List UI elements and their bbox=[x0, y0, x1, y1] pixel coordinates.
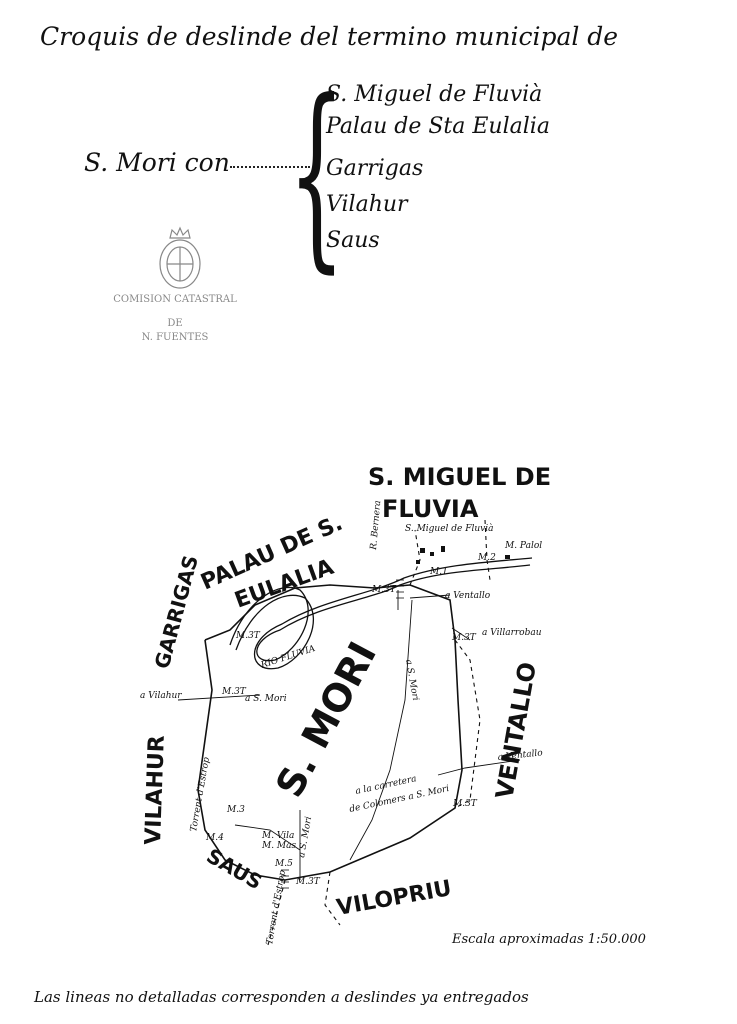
label-garrigas: GARRIGAS bbox=[150, 553, 203, 672]
document-title: Croquis de deslinde del termino municipa… bbox=[40, 22, 619, 51]
stamp-line-1: COMISION CATASTRAL bbox=[113, 294, 237, 305]
marker-m3t-5: M.3T bbox=[452, 799, 478, 809]
neighbor-garrigas: Garrigas bbox=[326, 156, 424, 181]
label-a-vilahur: a Vilahur bbox=[140, 691, 182, 701]
label-torrent-2: Torrent d'Estrop bbox=[265, 869, 288, 945]
neighbor-vilahur: Vilahur bbox=[326, 192, 408, 217]
neighbor-san-miguel: S. Miguel de Fluvià bbox=[326, 82, 543, 107]
label-san-miguel-1: S. MIGUEL DE bbox=[368, 463, 551, 491]
label-a-s-mori: a S. Mori bbox=[245, 694, 287, 704]
label-m-palol: M. Palol bbox=[504, 541, 542, 551]
map-scale: Escala aproximadas 1:50.000 bbox=[452, 932, 646, 947]
label-m-vila: M. Vila bbox=[261, 831, 294, 841]
label-a-ventallo-1: a Ventallo bbox=[445, 591, 491, 601]
label-rec-bernera: R. Bernera bbox=[369, 500, 383, 551]
official-stamp: COMISION CATASTRAL DE N. FUENTES bbox=[95, 222, 265, 362]
label-a-ventallo-2: a Ventallo bbox=[497, 748, 544, 763]
coat-of-arms-icon bbox=[159, 226, 201, 289]
neighbor-saus: Saus bbox=[326, 228, 380, 253]
label-m-mas: M. Mas bbox=[261, 841, 297, 851]
marker-m5: M.5 bbox=[274, 859, 293, 869]
marker-m3t-2: M.3T bbox=[235, 631, 261, 641]
label-torrent-estrop: Torrent d'Estrop bbox=[189, 756, 212, 832]
marker-m3t-1: M.3T bbox=[371, 585, 397, 595]
label-ventallo: VENTALLO bbox=[490, 660, 542, 801]
label-rio: RIO FLUVIA bbox=[259, 644, 317, 671]
town-san-miguel-icon bbox=[416, 546, 510, 564]
river-fluvia bbox=[229, 557, 533, 670]
stamp-line-3: N. FUENTES bbox=[141, 332, 209, 343]
marker-m4: M.4 bbox=[205, 833, 224, 843]
dotted-connector bbox=[230, 166, 310, 168]
label-vilopriu: VILOPRIU bbox=[335, 876, 454, 921]
footnote: Las lineas no detalladas corresponden a … bbox=[34, 988, 529, 1006]
marker-m3t-4: M.3T bbox=[451, 633, 477, 643]
marker-m1: M.1 bbox=[429, 567, 448, 577]
neighbor-palau: Palau de Sta Eulalia bbox=[326, 114, 550, 139]
label-saus: SAUS bbox=[203, 844, 267, 895]
marker-m3: M.3 bbox=[226, 805, 245, 815]
label-san-miguel-2: FLUVIA bbox=[382, 495, 479, 523]
boundary-ticks bbox=[281, 579, 404, 889]
label-a-villarrobau: a Villarrobau bbox=[482, 628, 542, 638]
marker-m3t-6: M.3T bbox=[295, 877, 321, 887]
label-vilahur: VILAHUR bbox=[141, 735, 170, 845]
roads bbox=[177, 590, 521, 880]
municipality-subject: S. Mori con bbox=[84, 148, 230, 177]
stamp-line-2: DE bbox=[167, 318, 183, 329]
label-town-san-miguel: S. Miguel de Fluvià bbox=[405, 523, 493, 534]
marker-m3t-3: M.3T bbox=[221, 687, 247, 697]
grouping-brace: { bbox=[288, 58, 346, 291]
marker-m2: M.2 bbox=[477, 553, 496, 563]
